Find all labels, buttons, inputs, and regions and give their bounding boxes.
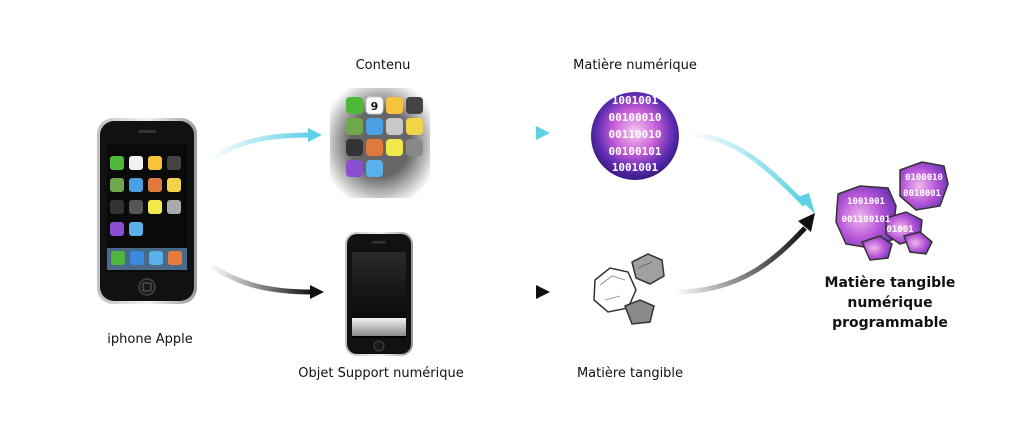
iphone-apple-image bbox=[97, 118, 197, 304]
fragment-binary-row: 0010001 bbox=[903, 189, 941, 199]
fragment-binary-row: 01001 bbox=[886, 225, 913, 235]
label-iphone-apple: iphone Apple bbox=[107, 332, 193, 347]
fragment-binary-row: 1001001 bbox=[847, 197, 885, 207]
arrow-objet-to-matiere-tangible bbox=[462, 285, 550, 299]
label-result-line2: numérique bbox=[847, 295, 933, 311]
label-matiere-numerique: Matière numérique bbox=[573, 58, 697, 73]
label-contenu: Contenu bbox=[355, 58, 411, 73]
label-result-line1: Matière tangible bbox=[824, 275, 956, 291]
label-result-line3: programmable bbox=[832, 315, 948, 331]
fragment-binary-row: 001100101 bbox=[842, 215, 891, 225]
arrow-iphone-to-objet bbox=[208, 262, 324, 299]
objet-support-phone-image bbox=[345, 232, 413, 356]
sphere-binary-row: 00100010 bbox=[609, 111, 662, 124]
label-result: Matière tangible numérique programmable bbox=[810, 273, 970, 333]
fragment-binary-row: 0100010 bbox=[905, 173, 943, 183]
arrow-numerique-to-result bbox=[689, 132, 815, 214]
contenu-icons-image: 9 bbox=[330, 88, 430, 198]
label-matiere-tangible: Matière tangible bbox=[576, 366, 684, 381]
arrow-tangible-to-result bbox=[674, 213, 815, 295]
sphere-binary-row: 1001001 bbox=[612, 94, 659, 107]
arrow-contenu-to-matiere-numerique bbox=[465, 126, 550, 140]
sphere-binary-row: 00100101 bbox=[609, 145, 662, 158]
sphere-binary-row: 00110010 bbox=[609, 128, 662, 141]
sphere-binary-row: 1001001 bbox=[612, 161, 659, 174]
arrow-iphone-to-contenu bbox=[208, 128, 322, 163]
matiere-tangible-rocks bbox=[593, 253, 665, 325]
label-objet-support: Objet Support numérique bbox=[298, 366, 464, 381]
svg-text:9: 9 bbox=[371, 100, 379, 113]
matiere-numerique-sphere: 1001001 00100010 00110010 00100101 1001001 bbox=[591, 92, 679, 180]
